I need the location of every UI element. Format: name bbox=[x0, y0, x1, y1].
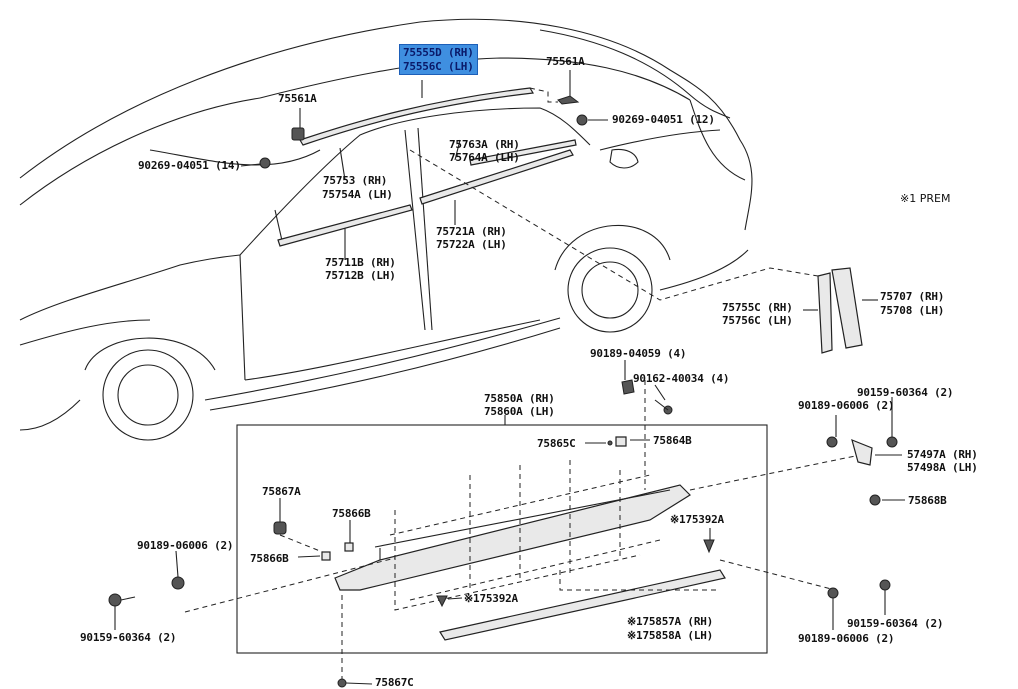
rocker-assembly-box bbox=[236, 424, 768, 654]
label-75561a-left[interactable]: 75561A bbox=[278, 92, 317, 105]
label-75561a-right[interactable]: 75561A bbox=[546, 55, 585, 68]
label-175858a[interactable]: ※175858A (LH) bbox=[627, 629, 714, 642]
leader-lines-lower bbox=[114, 360, 905, 685]
pillar-garnish-front bbox=[817, 272, 833, 354]
leader-lines-top bbox=[240, 70, 878, 311]
label-75708[interactable]: 75708 (LH) bbox=[880, 304, 945, 317]
label-75721a[interactable]: 75721A (RH) bbox=[436, 225, 507, 238]
label-75556c[interactable]: 75556C (LH) bbox=[399, 59, 478, 75]
label-75864b[interactable]: 75864B bbox=[653, 434, 692, 447]
label-75722a[interactable]: 75722A (LH) bbox=[436, 238, 507, 251]
label-57498a[interactable]: 57498A (LH) bbox=[907, 461, 978, 474]
clip-90269-right bbox=[576, 114, 588, 126]
label-90159-left[interactable]: 90159-60364 (2) bbox=[80, 631, 177, 644]
label-75764a[interactable]: 75764A (LH) bbox=[449, 151, 520, 164]
roof-drip-molding bbox=[299, 87, 534, 146]
label-75867c[interactable]: 75867C bbox=[375, 676, 414, 689]
label-75866b-lower[interactable]: 75866B bbox=[250, 552, 289, 565]
clip-90269-left bbox=[259, 157, 271, 169]
label-75763a[interactable]: 75763A (RH) bbox=[449, 138, 520, 151]
label-90189-06006-right[interactable]: 90189-06006 (2) bbox=[798, 632, 895, 645]
label-75711b[interactable]: 75711B (RH) bbox=[325, 256, 396, 269]
label-90269-14[interactable]: 90269-04051 (14) bbox=[138, 159, 241, 172]
label-75712b[interactable]: 75712B (LH) bbox=[325, 269, 396, 282]
label-75756c[interactable]: 75756C (LH) bbox=[722, 314, 793, 327]
label-90189-06006-left[interactable]: 90189-06006 (2) bbox=[137, 539, 234, 552]
rear-upper-molding bbox=[469, 139, 577, 166]
label-90162-40034[interactable]: 90162-40034 (4) bbox=[633, 372, 730, 385]
label-75866b-upper[interactable]: 75866B bbox=[332, 507, 371, 520]
pillar-garnish-rear bbox=[831, 267, 863, 349]
clip-75561a-right bbox=[557, 95, 580, 105]
label-75755c[interactable]: 75755C (RH) bbox=[722, 301, 793, 314]
rear-belt-molding bbox=[419, 149, 574, 205]
label-90159-right[interactable]: 90159-60364 (2) bbox=[847, 617, 944, 630]
rocker-lower-strip bbox=[439, 569, 726, 641]
label-175392a-right[interactable]: ※175392A bbox=[670, 513, 724, 526]
label-90189-04059[interactable]: 90189-04059 (4) bbox=[590, 347, 687, 360]
rocker-panel-moulding bbox=[334, 484, 691, 591]
label-90189-06006-top[interactable]: 90189-06006 (2) bbox=[798, 399, 895, 412]
note-prem: ※1 PREM bbox=[900, 192, 951, 205]
front-belt-molding bbox=[277, 204, 413, 247]
label-75868b[interactable]: 75868B bbox=[908, 494, 947, 507]
label-175392a-left[interactable]: ※175392A bbox=[464, 592, 518, 605]
car-body-outline bbox=[19, 18, 753, 441]
label-75753[interactable]: 75753 (RH) bbox=[323, 174, 388, 187]
label-90269-12[interactable]: 90269-04051 (12) bbox=[612, 113, 715, 126]
rocker-dashed-guides bbox=[184, 380, 861, 680]
label-57497a[interactable]: 57497A (RH) bbox=[907, 448, 978, 461]
label-75865c[interactable]: 75865C bbox=[537, 437, 576, 450]
label-75867a[interactable]: 75867A bbox=[262, 485, 301, 498]
label-75555d[interactable]: 75555D (RH) bbox=[399, 44, 478, 60]
clip-75561a-left bbox=[291, 127, 305, 141]
label-175857a[interactable]: ※175857A (RH) bbox=[627, 615, 714, 628]
label-75860a[interactable]: 75860A (LH) bbox=[484, 405, 555, 418]
label-90159-top[interactable]: 90159-60364 (2) bbox=[857, 386, 954, 399]
label-75850a[interactable]: 75850A (RH) bbox=[484, 392, 555, 405]
label-75754a[interactable]: 75754A (LH) bbox=[322, 188, 393, 201]
label-75707[interactable]: 75707 (RH) bbox=[880, 290, 945, 303]
